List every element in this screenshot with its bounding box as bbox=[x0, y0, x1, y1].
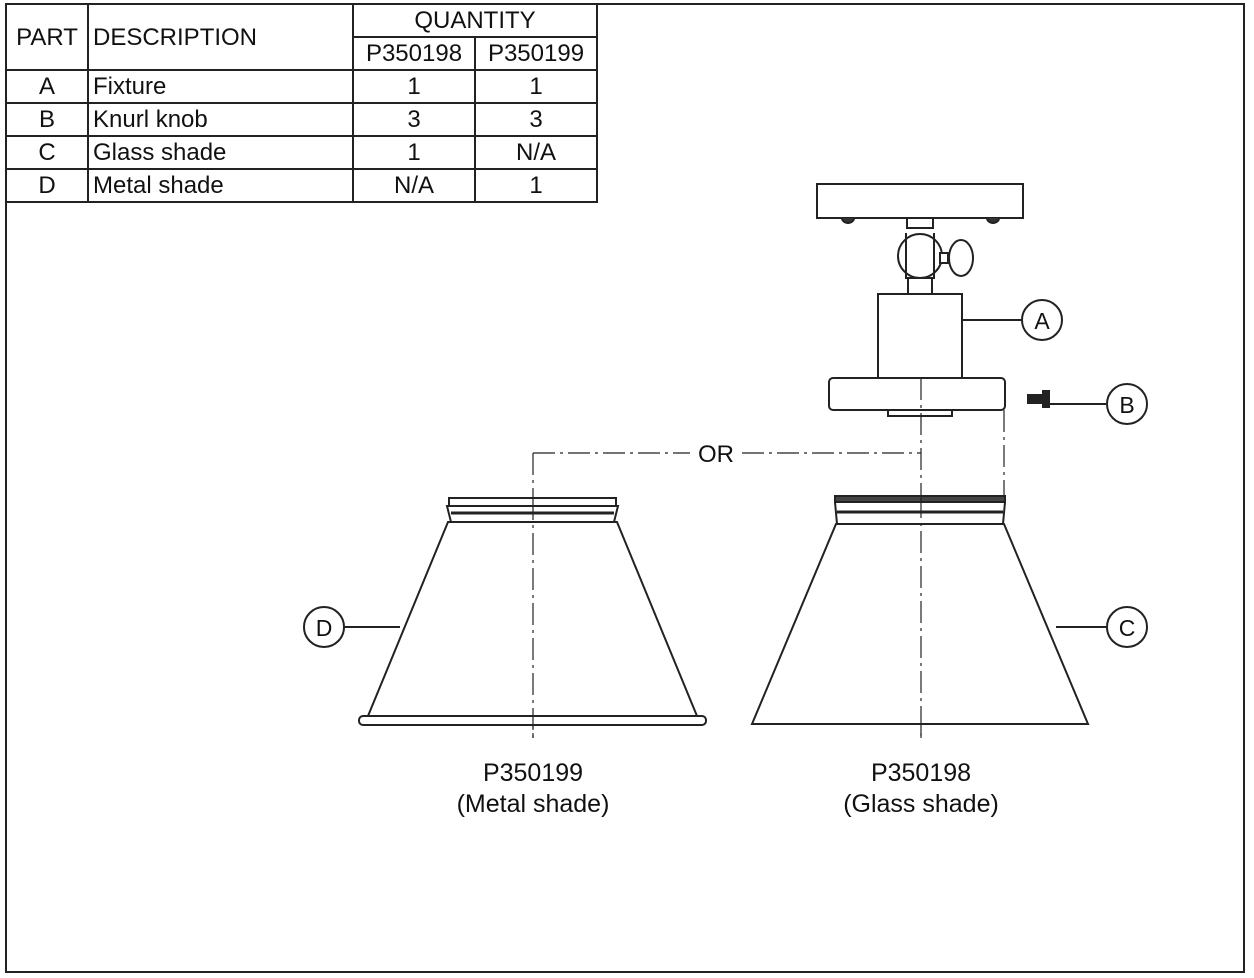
mounting-plate bbox=[816, 183, 1024, 219]
cell-qty-2: 3 bbox=[474, 102, 598, 137]
table-row: C Glass shade 1 N/A bbox=[5, 135, 598, 170]
left-caption-desc: (Metal shade) bbox=[457, 790, 610, 818]
header-quantity: QUANTITY bbox=[352, 3, 598, 38]
body-neck bbox=[907, 277, 933, 295]
cell-description: Glass shade bbox=[87, 135, 354, 170]
cell-qty-1: 1 bbox=[352, 69, 476, 104]
callout-d-label: D bbox=[316, 615, 333, 641]
thumb-screw-wing bbox=[948, 239, 974, 277]
plate-screw-right bbox=[986, 217, 1000, 224]
fixture bbox=[816, 183, 1024, 417]
cell-qty-1: 3 bbox=[352, 102, 476, 137]
knob-head bbox=[1042, 390, 1050, 408]
callout-c-circle bbox=[1106, 606, 1148, 648]
parts-table: PART DESCRIPTION QUANTITY P350198 P35019… bbox=[5, 3, 598, 203]
cell-part: D bbox=[5, 168, 89, 203]
swivel-stem bbox=[906, 217, 934, 229]
or-label: OR bbox=[698, 441, 734, 468]
table-row: D Metal shade N/A 1 bbox=[5, 168, 598, 203]
drawing-frame bbox=[5, 3, 1245, 973]
callout-b-circle bbox=[1106, 383, 1148, 425]
fixture-body bbox=[877, 293, 963, 379]
header-description: DESCRIPTION bbox=[87, 3, 354, 71]
callout-a-circle bbox=[1021, 299, 1063, 341]
center-lines-front bbox=[532, 496, 922, 738]
callout-b-label: B bbox=[1119, 392, 1134, 418]
callout-c-label: C bbox=[1119, 615, 1136, 641]
cell-part: C bbox=[5, 135, 89, 170]
table-row: B Knurl knob 3 3 bbox=[5, 102, 598, 137]
left-caption-model: P350199 bbox=[483, 759, 583, 787]
cell-qty-2: 1 bbox=[474, 168, 598, 203]
table-header-row: PART DESCRIPTION QUANTITY bbox=[5, 3, 598, 71]
knurl-knob bbox=[1027, 390, 1106, 408]
header-part: PART bbox=[5, 3, 89, 71]
right-caption-desc: (Glass shade) bbox=[843, 790, 999, 818]
cell-description: Fixture bbox=[87, 69, 354, 104]
right-caption-model: P350198 bbox=[871, 759, 971, 787]
table-row: A Fixture 1 1 bbox=[5, 69, 598, 104]
shade-holder bbox=[828, 377, 1006, 411]
cell-description: Metal shade bbox=[87, 168, 354, 203]
thumb-screw-stem bbox=[939, 252, 949, 264]
knob-body bbox=[1027, 394, 1045, 404]
cell-part: A bbox=[5, 69, 89, 104]
callout-a-label: A bbox=[1034, 308, 1050, 334]
plate-screw-left bbox=[841, 217, 855, 224]
cell-qty-1: 1 bbox=[352, 135, 476, 170]
header-model-2: P350199 bbox=[474, 36, 598, 71]
cell-qty-1: N/A bbox=[352, 168, 476, 203]
cell-qty-2: N/A bbox=[474, 135, 598, 170]
holder-lip bbox=[887, 409, 953, 417]
table-subheader-row: P350198 P350199 bbox=[6, 36, 598, 71]
cell-qty-2: 1 bbox=[474, 69, 598, 104]
glass-shade bbox=[750, 495, 1106, 725]
metal-shade bbox=[343, 497, 707, 726]
callout-d-circle bbox=[303, 606, 345, 648]
glass-shade-cone bbox=[750, 523, 1090, 725]
cell-part: B bbox=[5, 102, 89, 137]
header-model-1: P350198 bbox=[352, 36, 476, 71]
swivel-ball bbox=[897, 233, 943, 279]
cell-description: Knurl knob bbox=[87, 102, 354, 137]
